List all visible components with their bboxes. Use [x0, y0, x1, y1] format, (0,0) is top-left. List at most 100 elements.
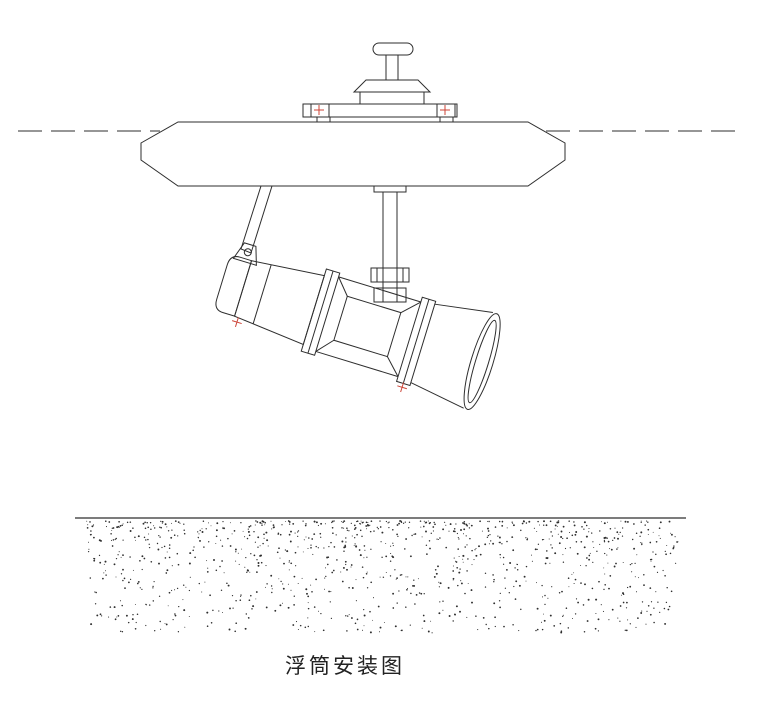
soil-dot	[652, 531, 654, 533]
soil-dot	[600, 521, 602, 523]
soil-dot	[556, 521, 559, 524]
soil-dot	[174, 613, 176, 615]
soil-dot	[659, 537, 661, 539]
registration-mark-icon	[440, 105, 450, 115]
soil-dot	[501, 543, 503, 545]
soil-dot	[105, 526, 108, 528]
soil-dot	[161, 523, 163, 525]
soil-dot	[159, 536, 161, 538]
soil-dot	[392, 592, 395, 595]
soil-dot	[95, 591, 97, 594]
soil-dot	[91, 525, 94, 528]
frame-inner-box	[333, 295, 402, 358]
soil-dot	[560, 631, 563, 634]
frame-brace-line	[400, 301, 422, 314]
soil-dot	[463, 555, 465, 557]
soil-dot	[410, 592, 412, 595]
plate-foot	[316, 116, 331, 123]
soil-dot	[320, 536, 322, 538]
soil-dot	[643, 574, 645, 576]
soil-dot	[255, 591, 258, 593]
soil-dot	[460, 580, 462, 582]
soil-dot	[646, 520, 648, 522]
soil-dot	[150, 560, 153, 563]
soil-dot	[659, 611, 661, 613]
soil-dot	[447, 586, 450, 589]
soil-dot	[159, 620, 161, 623]
soil-dot	[568, 520, 570, 522]
soil-dot	[256, 559, 258, 561]
soil-dot	[422, 614, 425, 617]
soil-dot	[544, 603, 546, 606]
soil-dot	[328, 590, 331, 593]
soil-dot	[353, 524, 356, 527]
plate-registration-marks	[314, 105, 450, 115]
soil-dot	[485, 623, 487, 626]
soil-dot	[288, 523, 291, 525]
soil-dot	[392, 607, 395, 609]
soil-dot	[177, 631, 180, 633]
soil-dot	[426, 553, 428, 555]
soil-dot	[547, 597, 549, 599]
soil-dot	[114, 538, 116, 541]
soil-dot	[143, 557, 146, 560]
soil-dot	[198, 582, 200, 585]
soil-dot	[326, 556, 329, 559]
soil-dot	[322, 629, 325, 632]
soil-dot	[293, 595, 296, 597]
soil-dot	[387, 522, 389, 524]
soil-dot	[460, 582, 463, 585]
soil-dot	[340, 571, 342, 573]
soil-dot	[657, 601, 659, 603]
soil-dot	[641, 601, 644, 603]
soil-dot	[557, 533, 559, 535]
soil-dot	[323, 547, 325, 549]
soil-dot	[361, 521, 364, 524]
soil-dot	[115, 537, 118, 540]
soil-dot	[141, 588, 143, 591]
soil-dot	[288, 533, 291, 536]
soil-dot	[194, 556, 196, 559]
soil-dot	[541, 596, 544, 598]
soil-dot	[396, 533, 398, 536]
soil-dot	[385, 543, 387, 544]
soil-dot	[235, 551, 237, 553]
soil-dot	[166, 551, 168, 553]
slide-bracket	[373, 287, 407, 303]
soil-dot	[676, 541, 679, 543]
soil-dot	[113, 563, 116, 566]
soil-dot	[506, 540, 508, 543]
soil-dot	[303, 539, 305, 541]
soil-dot	[164, 623, 166, 625]
soil-dot	[359, 522, 361, 525]
soil-dot	[342, 521, 344, 523]
soil-dot	[418, 592, 421, 594]
soil-dot	[227, 584, 230, 587]
frame-brace-line	[338, 276, 348, 297]
soil-dot	[222, 612, 223, 613]
soil-dot	[202, 520, 205, 523]
soil-dot	[604, 552, 606, 555]
soil-dot	[603, 567, 605, 569]
soil-dot	[521, 522, 524, 525]
soil-dot	[489, 534, 491, 536]
soil-dot	[210, 622, 213, 624]
soil-dot	[592, 561, 594, 564]
registration-mark-icon	[397, 382, 408, 393]
soil-dot	[635, 626, 637, 628]
soil-dot	[606, 521, 608, 523]
soil-dot	[482, 617, 485, 619]
soil-dot	[599, 530, 601, 532]
soil-dot	[669, 552, 672, 555]
soil-dot	[222, 526, 224, 528]
soil-dot	[168, 556, 171, 559]
soil-dot	[355, 545, 358, 548]
soil-dot	[247, 530, 250, 533]
soil-dot	[310, 546, 312, 549]
soil-dot	[208, 522, 209, 524]
soil-dot	[520, 529, 522, 532]
soil-dot	[554, 552, 557, 555]
soil-dot	[310, 544, 312, 546]
soil-dot	[449, 523, 452, 526]
soil-dot	[90, 533, 92, 536]
